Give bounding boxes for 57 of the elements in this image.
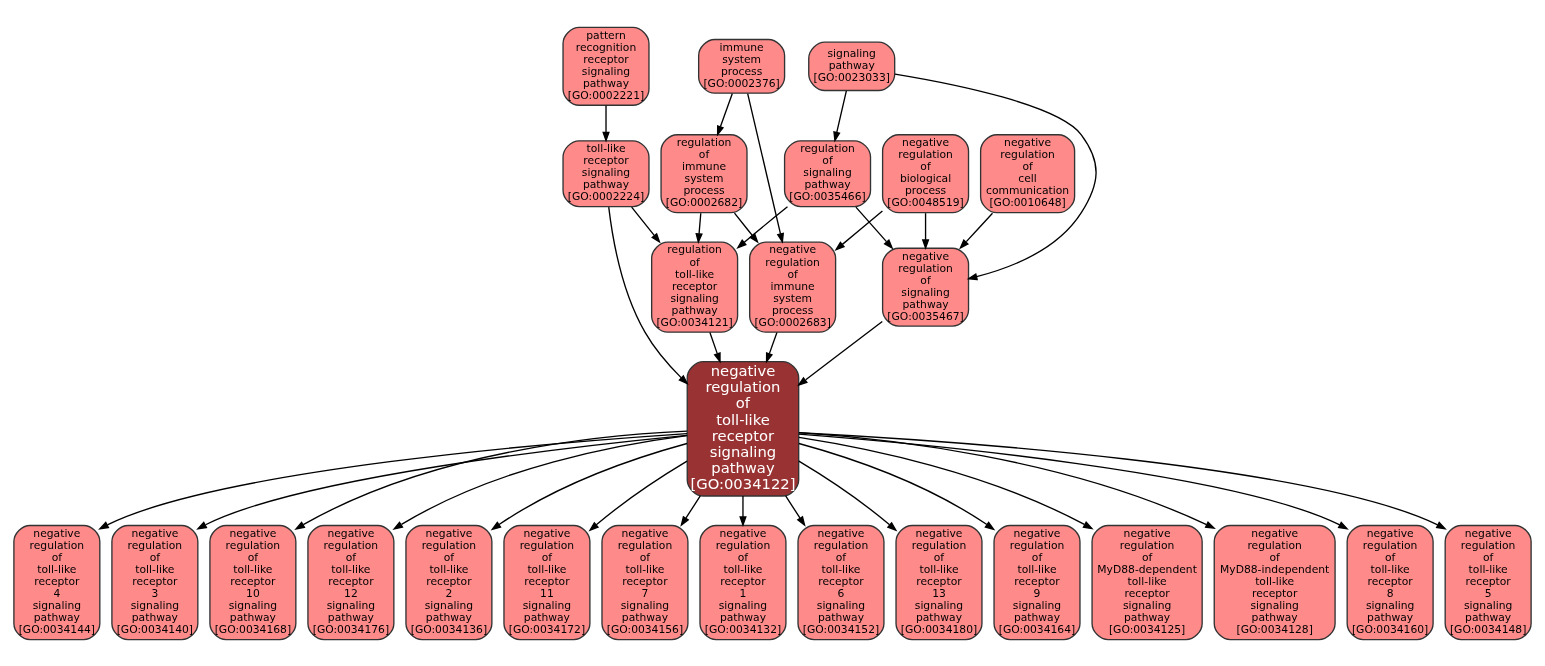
arrow <box>608 205 689 385</box>
arrow <box>959 212 994 250</box>
node-box: toll-like receptor signaling pathway [GO:0002224] <box>562 139 650 207</box>
node-box: pattern recognition receptor signaling pathway [GO:0002221] <box>562 26 650 106</box>
node-box: negative regulation of MyD88-independent toll-like receptor signaling pathway [GO:0034128] <box>1213 524 1336 640</box>
arrow <box>855 205 894 249</box>
node-box: negative regulation of signaling pathway [GO:0035467] <box>881 247 970 327</box>
node-box: negative regulation of biological process [GO:0048519] <box>881 133 970 213</box>
node-box: negative regulation of toll-like receptor 3 signaling pathway [GO:0034140] <box>111 524 199 640</box>
arrow <box>798 436 1094 530</box>
node-box: negative regulation of MyD88-dependent toll-like receptor signaling pathway [GO:0034125] <box>1091 524 1203 640</box>
node-box: negative regulation of toll-like receptor 11 signaling pathway [GO:0034172] <box>503 524 591 640</box>
node-box: negative regulation of toll-like receptor 8 signaling pathway [GO:0034160] <box>1346 524 1434 640</box>
node-box: negative regulation of immune system process [GO:0002683] <box>749 241 837 333</box>
arrow <box>798 431 1447 530</box>
node-box: negative regulation of toll-like receptor 5 signaling pathway [GO:0034148] <box>1444 524 1532 640</box>
arrow <box>602 104 610 142</box>
arrow <box>736 205 789 249</box>
node-box: regulation of signaling pathway [GO:0035466] <box>783 139 872 207</box>
node-box: negative regulation of cell communication [GO:0010648] <box>979 133 1076 213</box>
node-box: negative regulation of toll-like receptor 9 signaling pathway [GO:0034164] <box>993 524 1081 640</box>
arrow <box>798 431 1216 529</box>
arrow <box>833 89 848 142</box>
arrow <box>797 320 883 386</box>
node-box: signaling pathway [GO:0023033] <box>808 40 896 91</box>
arrow <box>588 459 688 531</box>
arrow <box>921 212 930 250</box>
node-box: negative regulation of toll-like receptor 1 signaling pathway [GO:0034132] <box>699 524 787 640</box>
arrow <box>709 331 721 363</box>
arrow <box>798 459 898 531</box>
node-box: regulation of immune system process [GO:0002682] <box>660 133 748 213</box>
arrow <box>630 205 661 243</box>
node-box: negative regulation of toll-like receptor 2 signaling pathway [GO:0034136] <box>405 524 493 640</box>
node-box: negative regulation of toll-like receptor 10 signaling pathway [GO:0034168] <box>209 524 297 640</box>
arrow <box>196 434 688 530</box>
node-box: immune system process [GO:0002376] <box>698 38 786 94</box>
arrow <box>739 494 747 527</box>
node-box: negative regulation of toll-like receptor 4 signaling pathway [GO:0034144] <box>13 524 101 640</box>
arrow <box>695 212 703 244</box>
arrow <box>392 434 688 530</box>
arrow <box>490 442 688 530</box>
arrow <box>798 433 1349 530</box>
arrow <box>834 209 884 251</box>
node-box: negative regulation of toll-like receptor 6 signaling pathway [GO:0034152] <box>797 524 885 640</box>
node-box: negative regulation of toll-like receptor 13 signaling pathway [GO:0034180] <box>895 524 983 640</box>
node-box: regulation of toll-like receptor signaling pathway [GO:0034121] <box>651 241 739 333</box>
arrow <box>680 494 701 527</box>
node-box: negative regulation of toll-like receptor signaling pathway [GO:0034122] <box>686 360 800 497</box>
arrow <box>765 331 778 363</box>
arrow <box>785 494 806 527</box>
arrow <box>894 72 1097 280</box>
node-box: negative regulation of toll-like receptor 12 signaling pathway [GO:0034176] <box>307 524 395 640</box>
node-box: negative regulation of toll-like receptor 7 signaling pathway [GO:0034156] <box>601 524 689 640</box>
arrow <box>98 432 688 530</box>
arrow <box>798 442 996 530</box>
arrow <box>716 92 733 136</box>
arrow <box>294 429 688 530</box>
